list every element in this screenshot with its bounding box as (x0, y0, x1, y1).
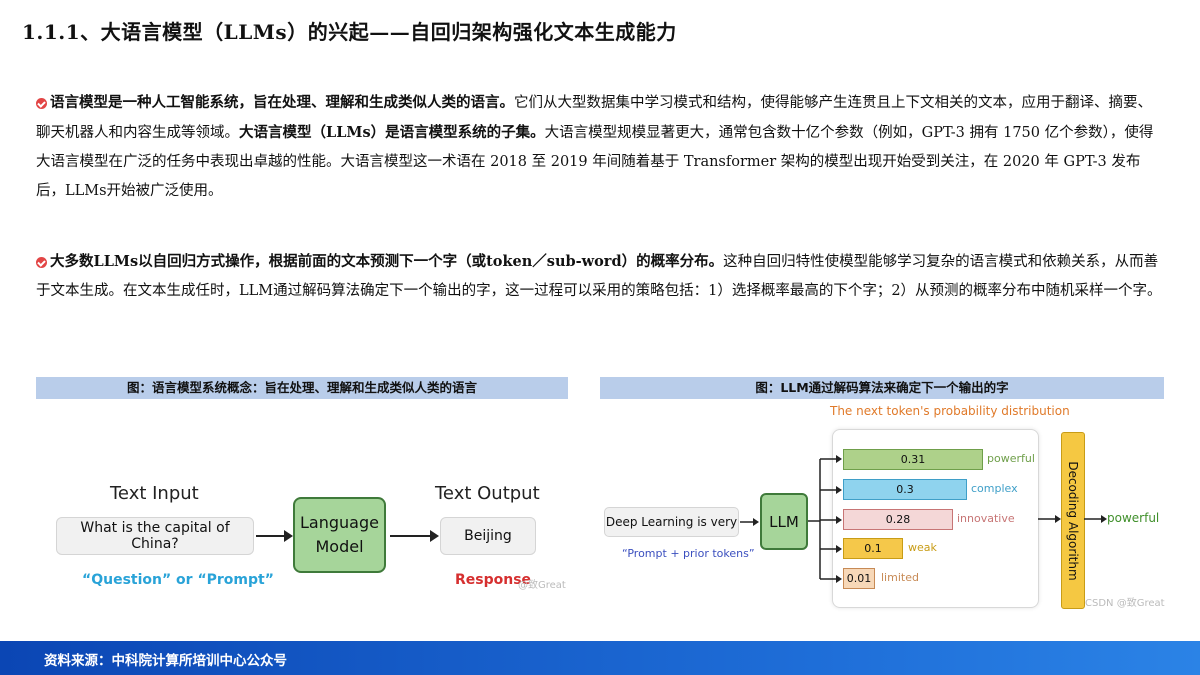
prompt-box: Deep Learning is very (604, 507, 739, 537)
decoding-algorithm-box: Decoding Algorithm (1061, 432, 1085, 609)
prob-bar-weak: 0.1 (843, 538, 903, 559)
check-bullet-icon (36, 256, 47, 268)
output-token: powerful (1107, 511, 1160, 525)
paragraph-autoregressive: 大多数LLMs以自回归方式操作，根据前面的文本预测下一个字（或token／sub… (36, 247, 1166, 306)
output-box: Beijing (440, 517, 536, 555)
para2-bold-lead: 大多数LLMs以自回归方式操作，根据前面的文本预测下一个字（或token／sub… (50, 253, 724, 270)
prob-bar-innovative: 0.28 (843, 509, 953, 530)
text-output-title: Text Output (435, 483, 540, 504)
prob-bar-complex: 0.3 (843, 479, 967, 500)
arrow-icon (1038, 515, 1061, 523)
question-prompt-label: “Question” or “Prompt” (82, 572, 274, 588)
llm-box: LLM (760, 493, 808, 550)
para1-text: 它们从大型数据集中学习模式和结构，使得能够产生连贯且上下文相关的文本，应用于翻译… (36, 95, 1152, 141)
branch-arrows (808, 455, 842, 583)
arrow-icon (1084, 515, 1107, 523)
token-label-complex: complex (971, 482, 1018, 495)
arrow-icon (740, 518, 759, 526)
token-label-innovative: innovative (957, 512, 1015, 525)
footer-bar: 资料来源：中科院计算所培训中心公众号 (0, 641, 1200, 675)
decoding-algorithm-label: Decoding Algorithm (1066, 460, 1080, 581)
watermark: CSDN @致Great (1085, 598, 1165, 609)
arrow-icon (256, 530, 293, 542)
source-note: 资料来源：中科院计算所培训中心公众号 (44, 653, 287, 669)
text-input-title: Text Input (110, 483, 199, 504)
token-label-weak: weak (908, 541, 937, 554)
paragraph-language-models: 语言模型是一种人工智能系统，旨在处理、理解和生成类似人类的语言。它们从大型数据集… (36, 88, 1166, 206)
para1-bold-lead: 语言模型是一种人工智能系统，旨在处理、理解和生成类似人类的语言。 (50, 94, 514, 111)
prob-bar-powerful: 0.31 (843, 449, 983, 470)
token-label-powerful: powerful (987, 452, 1035, 465)
para1-text-2: 大语言模型规模显著更大，通常包含数十亿个参数（例如，GPT-3 拥有 1750 … (36, 125, 1154, 199)
prob-bar-limited: 0.01 (843, 568, 875, 589)
response-label: Response (455, 572, 532, 588)
prompt-label: “Prompt + prior tokens” (622, 547, 755, 560)
page-title: 1.1.1、大语言模型（LLMs）的兴起——自回归架构强化文本生成能力 (22, 20, 677, 44)
watermark: @致Great (518, 580, 566, 591)
token-label-limited: limited (881, 571, 919, 584)
para1-bold-llm: 大语言模型（LLMs）是语言模型系统的子集。 (239, 124, 545, 141)
language-model-box: Language Model (293, 497, 386, 573)
arrow-icon (390, 530, 439, 542)
check-bullet-icon (36, 97, 47, 109)
figure2-caption: 图：LLM通过解码算法来确定下一个输出的字 (600, 377, 1164, 399)
para2-text: 这种自回归特性使模型能够学习复杂的语言模式和依赖关系，从而善于文本生成。在文本生… (36, 254, 1162, 299)
input-box: What is the capital of China? (56, 517, 254, 555)
distribution-title: The next token's probability distributio… (830, 404, 1070, 418)
figure1-caption: 图：语言模型系统概念：旨在处理、理解和生成类似人类的语言 (36, 377, 568, 399)
